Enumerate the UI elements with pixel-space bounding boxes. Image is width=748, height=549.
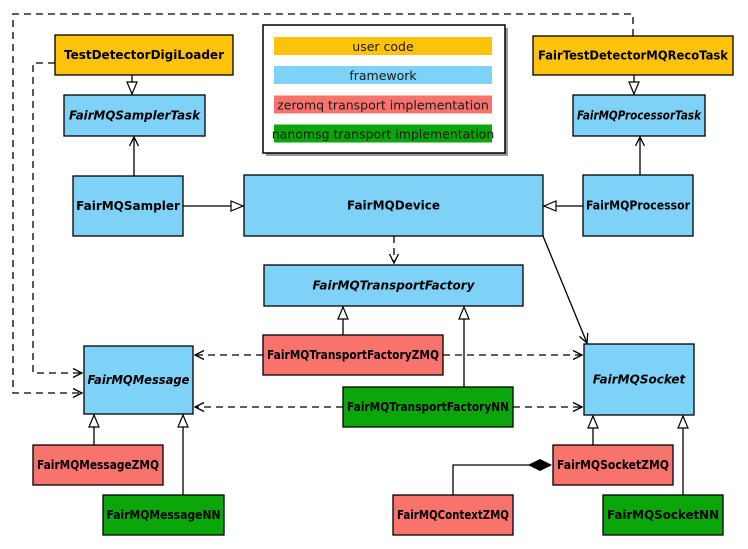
node-box [263,264,524,307]
legend-label-framework: framework [349,68,417,83]
node-label: FairMQMessage [88,373,190,387]
node-label: FairMQSamplerTask [69,109,201,123]
node-label: TestDetectorDigiLoader [64,48,224,62]
node-fair-mq-transport-factory-zmq: FairMQTransportFactoryZMQ [262,334,444,376]
node-fair-mq-message: FairMQMessage [83,345,194,415]
node-box [54,34,234,76]
node-label: FairMQMessageNN [107,508,221,522]
legend-label-user-code: user code [352,39,414,54]
legend-swatch-user-code [274,37,492,55]
node-fair-mq-context-zmq: FairMQContextZMQ [392,494,514,536]
node-box [83,345,194,415]
dependency-arrow-recotask-message [12,13,634,399]
legend-swatch-zeromq [274,95,492,114]
node-test-detector-digi-loader: TestDetectorDigiLoader [54,34,234,76]
node-box [342,386,514,428]
node-label: FairMQTransportFactory [313,279,476,293]
node-box [602,494,724,536]
node-box [32,444,164,486]
legend-label-nanomsg: nanomsg transport implementation [272,127,495,142]
node-fair-mq-device: FairMQDevice [243,174,544,237]
node-label: FairTestDetectorMQRecoTask [538,49,729,63]
node-box [102,494,225,536]
node-label: FairMQMessageZMQ [37,458,159,472]
node-fair-mq-socket-nn: FairMQSocketNN [602,494,724,536]
node-label: FairMQDevice [347,199,440,213]
node-label: FairMQSocketNN [607,508,719,522]
node-label: FairMQTransportFactoryNN [347,400,509,414]
node-label: FairMQTransportFactoryZMQ [267,348,439,362]
node-fair-mq-sampler-task: FairMQSamplerTask [63,94,206,137]
node-fair-mq-message-nn: FairMQMessageNN [102,494,225,536]
legend-swatch-nanomsg [274,124,492,143]
node-label: FairMQProcessorTask [577,109,702,123]
node-fair-mq-socket-zmq: FairMQSocketZMQ [552,444,674,486]
node-fair-mq-processor: FairMQProcessor [582,174,694,237]
node-box [572,94,706,137]
node-label: FairMQSocket [593,373,687,387]
node-fair-mq-processor-task: FairMQProcessorTask [572,94,706,137]
node-fair-mq-transport-factory: FairMQTransportFactory [263,264,524,307]
association-arrow-device-socket [542,235,589,345]
node-box [582,174,694,237]
node-fair-mq-message-zmq: FairMQMessageZMQ [32,444,164,486]
composition-diamond-contextzmq-socketzmq [452,465,551,495]
edges [12,13,683,495]
node-box [262,334,444,376]
legend: user code framework zeromq transport imp… [262,24,508,156]
legend-label-zeromq: zeromq transport implementation [277,98,489,113]
legend-swatch-framework [274,66,492,84]
node-box [72,175,184,237]
node-box [243,174,544,237]
node-fair-mq-transport-factory-nn: FairMQTransportFactoryNN [342,386,514,428]
node-box [532,35,734,76]
node-label: FairMQProcessor [586,199,690,213]
node-fair-mq-sampler: FairMQSampler [72,175,184,237]
node-box [63,94,206,137]
node-box [392,494,514,536]
node-label: FairMQSocketZMQ [557,458,669,472]
node-fair-test-detector-mq-reco-task: FairTestDetectorMQRecoTask [532,35,734,76]
node-box [552,444,674,486]
node-label: FairMQSampler [76,199,180,213]
node-box [583,343,695,416]
node-fair-mq-socket: FairMQSocket [583,343,695,416]
node-label: FairMQContextZMQ [397,508,509,522]
